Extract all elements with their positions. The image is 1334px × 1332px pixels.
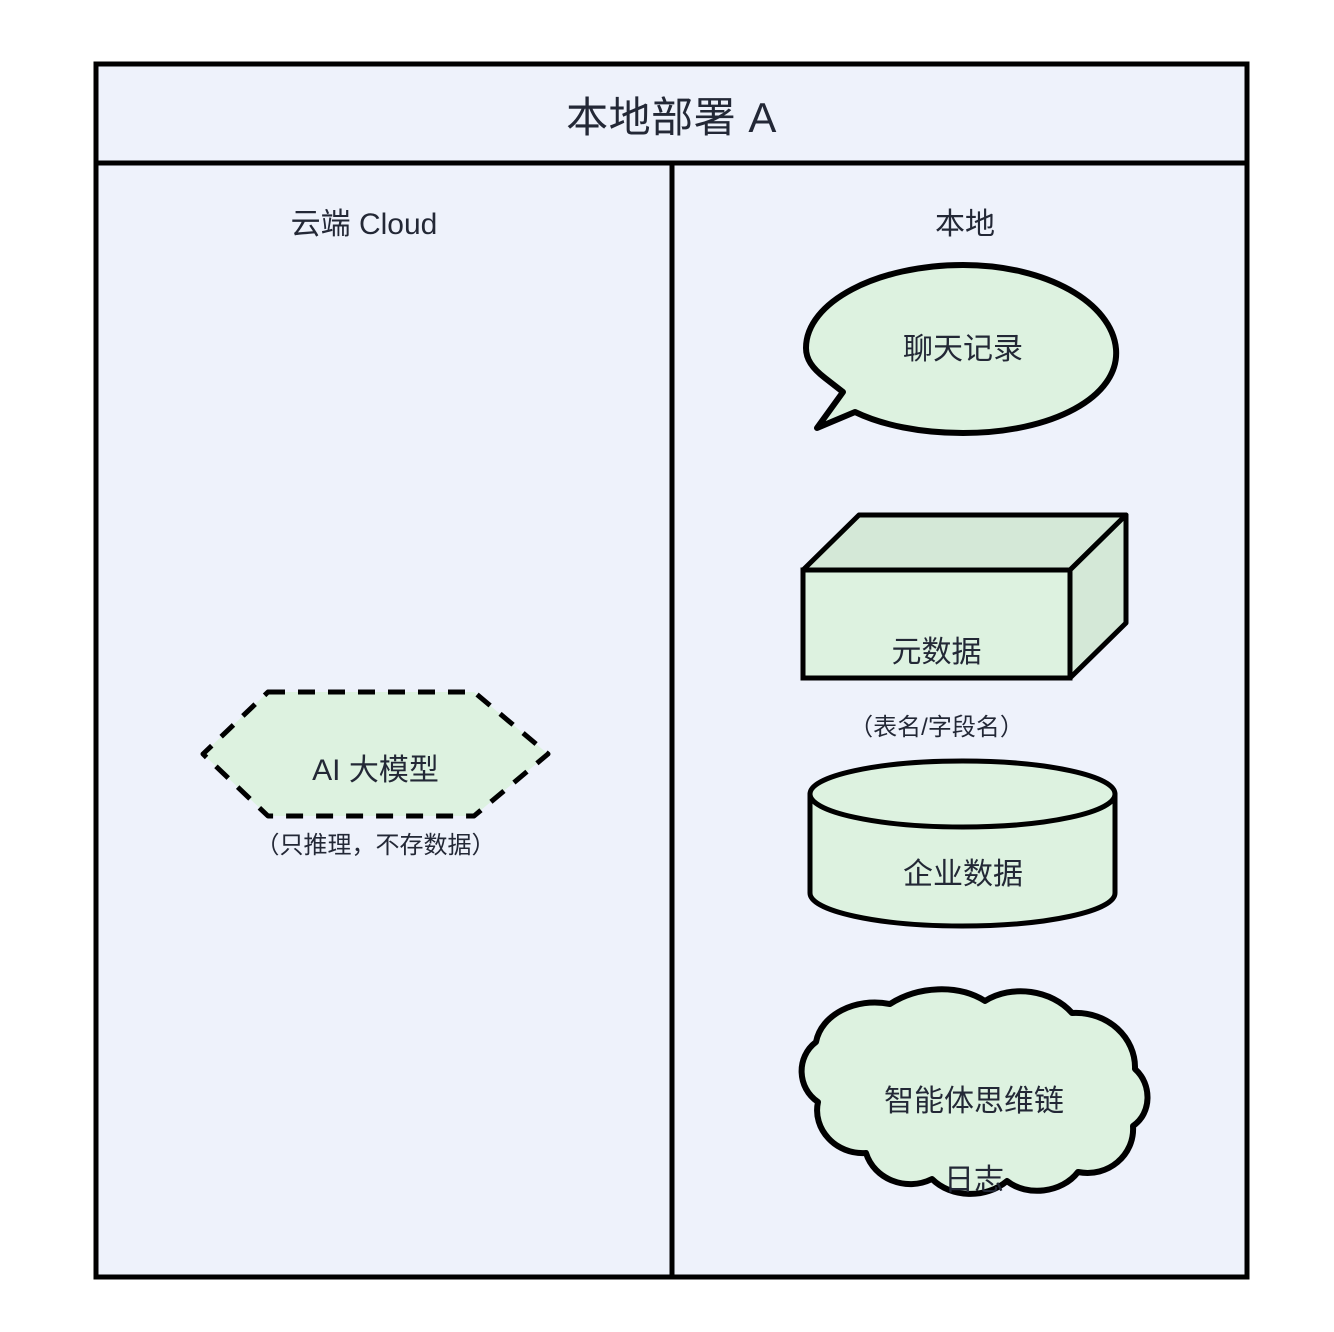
chat-records-bubble[interactable]	[803, 262, 1120, 436]
enterprise-data-cylinder-body[interactable]	[807, 791, 1118, 929]
ai-model-hexagon[interactable]	[200, 689, 551, 819]
enterprise-data-cylinder-top	[807, 758, 1118, 830]
metadata-cube-front[interactable]	[800, 567, 1073, 681]
agent-chain-log-cloud[interactable]	[798, 986, 1151, 1197]
